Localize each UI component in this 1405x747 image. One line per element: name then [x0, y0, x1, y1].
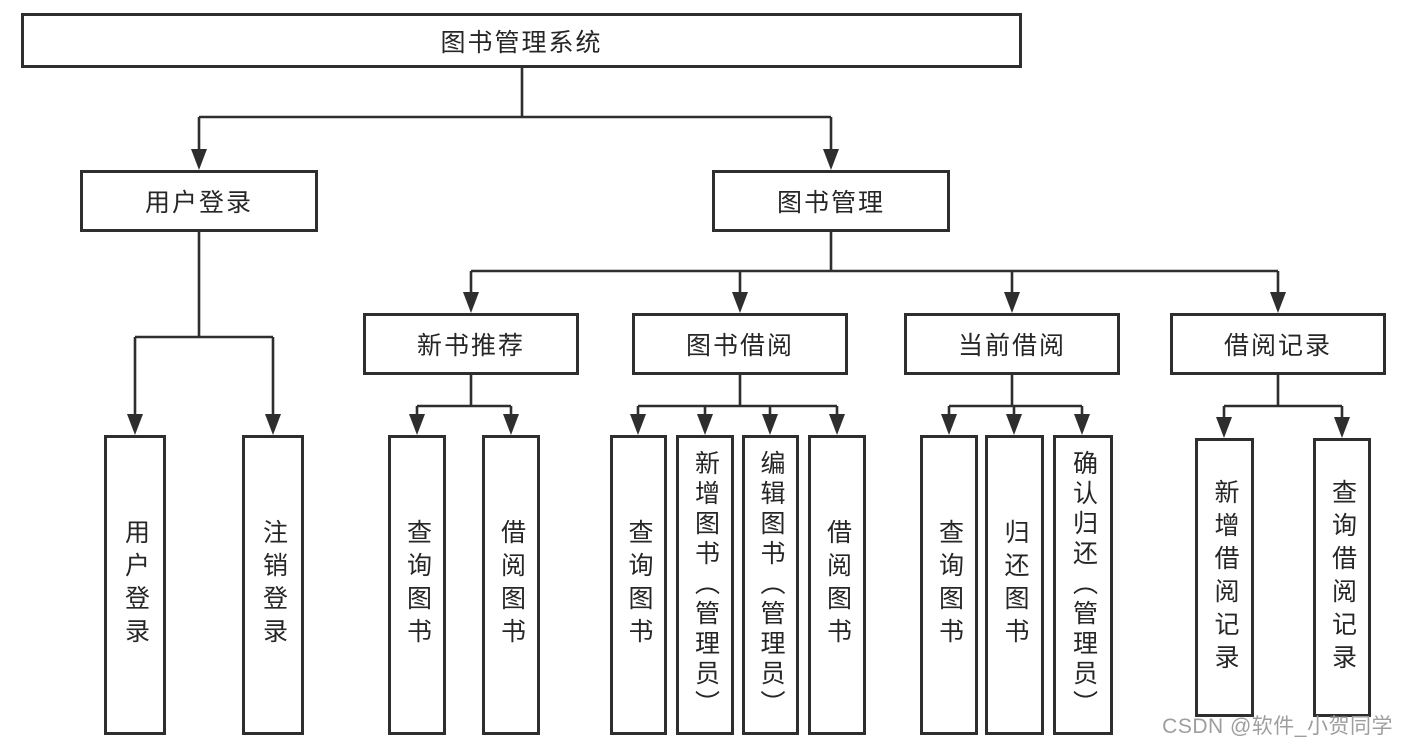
leaf-add-book-admin: 新增图书（管理员） [676, 435, 734, 735]
leaf-add-borrow-record: 新增借阅记录 [1195, 438, 1254, 717]
leaf-query-books-recommend: 查询图书 [388, 435, 446, 735]
node-label: 查询借阅记录 [1328, 478, 1357, 677]
leaf-edit-book-admin: 编辑图书（管理员） [742, 435, 799, 735]
node-label: 查询图书 [403, 519, 432, 651]
leaf-return-book: 归还图书 [985, 435, 1044, 735]
connector-user-login-children [127, 232, 281, 435]
node-label: 图书借阅 [685, 332, 794, 360]
node-label: 图书管理 [776, 189, 885, 217]
node-label: 借阅记录 [1223, 332, 1332, 360]
node-label: 新增图书（管理员） [691, 450, 720, 720]
node-label: 借阅图书 [823, 519, 852, 651]
csdn-watermark: CSDN @软件_小贺同学 [1162, 715, 1393, 738]
leaf-query-books-borrow: 查询图书 [610, 435, 667, 735]
node-label: 归还图书 [1001, 519, 1029, 651]
node-label: 用户登录 [121, 519, 150, 651]
connector-book-management-children [463, 232, 1286, 313]
node-label: 借阅图书 [497, 519, 526, 651]
node-label: 查询图书 [625, 519, 653, 651]
node-label: 当前借阅 [957, 332, 1066, 360]
connector-new-book-children [409, 375, 519, 435]
leaf-user-login: 用户登录 [104, 435, 166, 735]
leaf-borrow-books: 借阅图书 [808, 435, 866, 735]
node-label: 查询图书 [935, 519, 964, 651]
node-book-management: 图书管理 [712, 170, 950, 232]
connector-root-to-level2 [191, 68, 839, 170]
node-label: 注销登录 [259, 519, 288, 651]
node-label: 用户登录 [144, 189, 253, 217]
connector-current-borrow-children [941, 375, 1090, 435]
node-label: 确认归还（管理员） [1069, 450, 1098, 720]
connector-book-borrow-children [630, 375, 845, 435]
node-user-login: 用户登录 [80, 170, 318, 232]
leaf-borrow-books-recommend: 借阅图书 [482, 435, 540, 735]
node-library-management-system: 图书管理系统 [21, 13, 1022, 68]
connector-borrow-record-children [1216, 375, 1350, 438]
node-label: 新书推荐 [416, 332, 525, 360]
node-book-borrow: 图书借阅 [632, 313, 848, 375]
node-new-book-recommend: 新书推荐 [363, 313, 579, 375]
leaf-logout: 注销登录 [242, 435, 304, 735]
leaf-confirm-return-admin: 确认归还（管理员） [1053, 435, 1113, 735]
leaf-query-borrow-record: 查询借阅记录 [1313, 438, 1371, 717]
node-current-borrow: 当前借阅 [904, 313, 1120, 375]
node-label: 图书管理系统 [440, 28, 603, 57]
leaf-query-books-current: 查询图书 [920, 435, 978, 735]
node-label: 新增借阅记录 [1211, 478, 1239, 677]
node-label: 编辑图书（管理员） [757, 450, 785, 720]
node-borrow-records: 借阅记录 [1170, 313, 1386, 375]
